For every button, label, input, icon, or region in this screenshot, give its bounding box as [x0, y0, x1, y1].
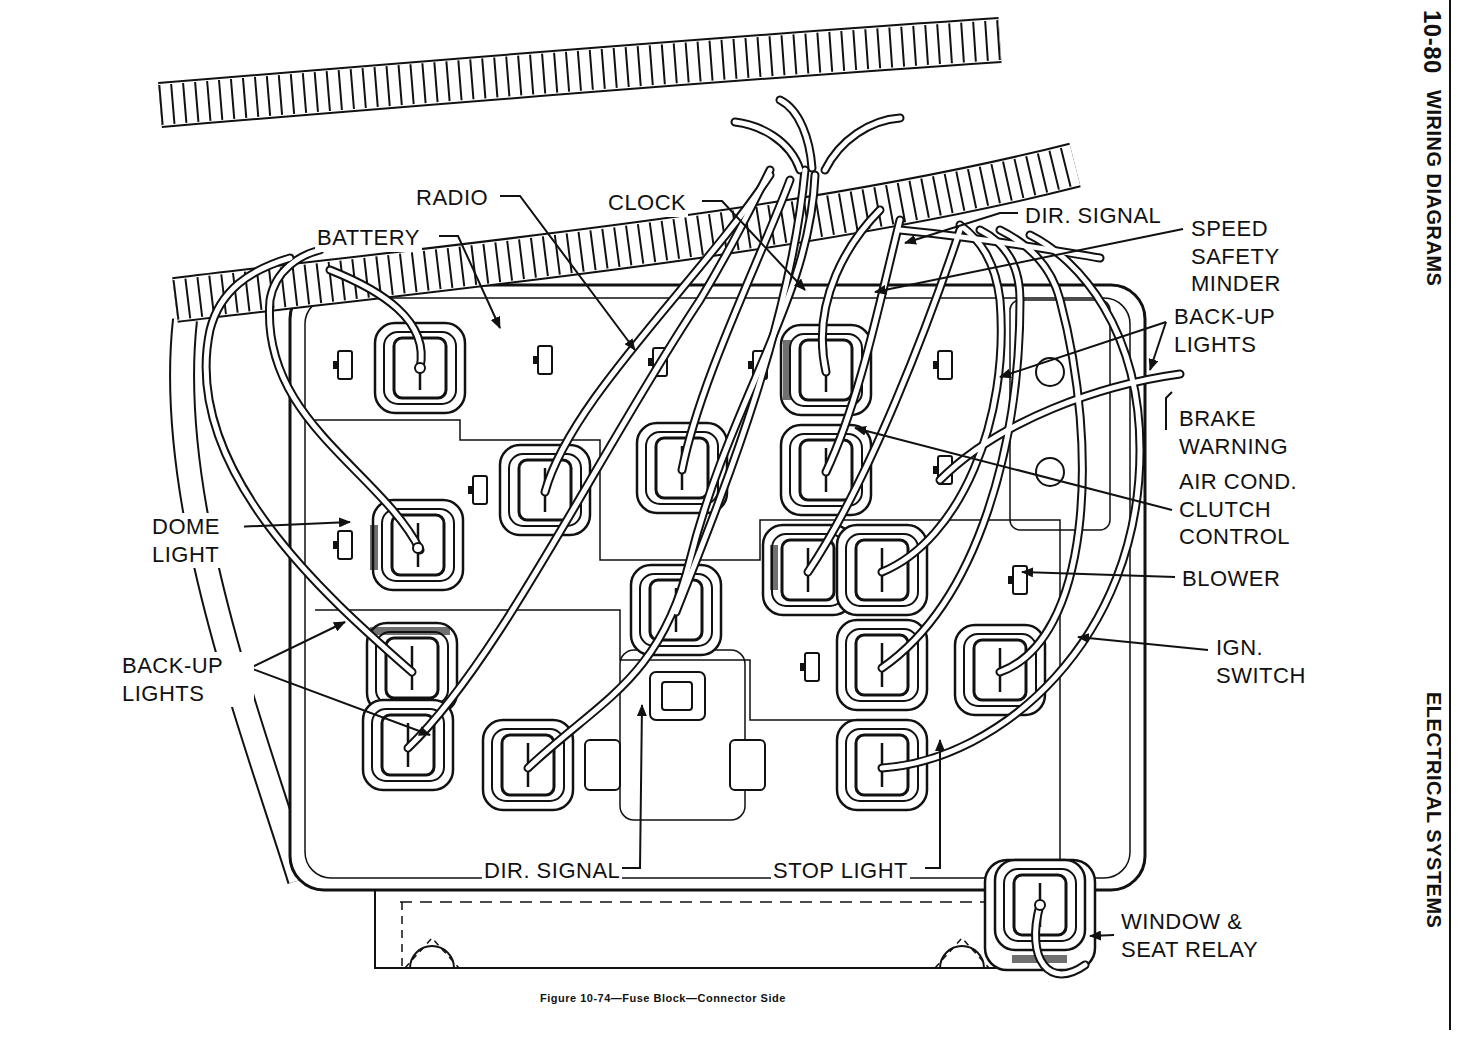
- callout-label: BLOWER: [1180, 565, 1282, 593]
- callout-label: SPEED SAFETY MINDER: [1189, 215, 1318, 298]
- callout-label: STOP LIGHT: [771, 857, 910, 885]
- callout-label: BRAKE WARNING: [1177, 405, 1313, 460]
- page-header: ELECTRICAL SYSTEMS: [1423, 690, 1445, 930]
- callout-label: BACK-UP LIGHTS: [120, 652, 254, 707]
- callout-label: DIR. SIGNAL: [1023, 202, 1163, 230]
- callout-label: BACK-UP LIGHTS: [1172, 303, 1306, 358]
- callout-label: WINDOW & SEAT RELAY: [1119, 908, 1283, 963]
- page-header: 10-80: [1419, 8, 1445, 76]
- callout-label: AIR COND. CLUTCH CONTROL: [1177, 468, 1316, 551]
- figure-caption: Figure 10-74—Fuse Block—Connector Side: [538, 992, 788, 1006]
- callout-label: DIR. SIGNAL: [482, 857, 622, 885]
- callout-label: IGN. SWITCH: [1214, 634, 1318, 689]
- callout-label: RADIO: [414, 184, 490, 212]
- callout-label: CLOCK: [606, 189, 688, 217]
- page-header: WIRING DIAGRAMS: [1423, 88, 1445, 288]
- callout-label: DOME LIGHT: [150, 513, 244, 568]
- callout-label: BATTERY: [315, 224, 422, 252]
